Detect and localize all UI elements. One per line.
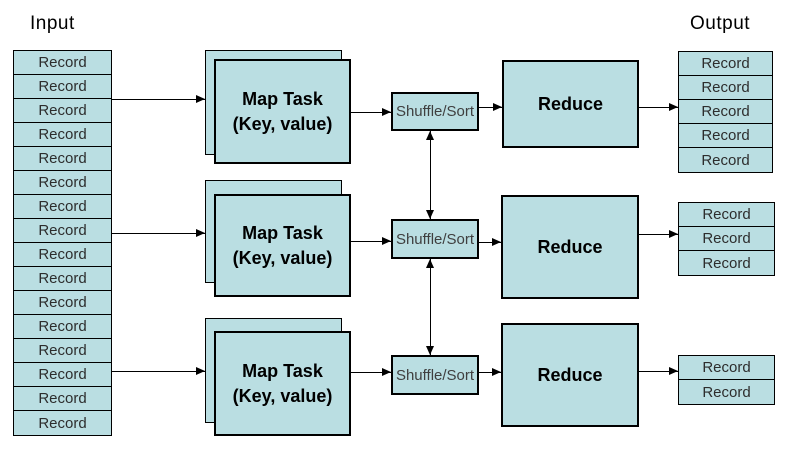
record-cell: Record (38, 414, 87, 432)
record-cell: Record (14, 315, 111, 339)
map-task-label-line2: (Key, value) (232, 113, 333, 134)
record-cell: Record (14, 75, 111, 99)
arrow-input-to-map1 (111, 95, 205, 103)
record-cell: Record (14, 171, 111, 195)
record-cell: Record (679, 76, 772, 100)
record-cell: Record (14, 51, 111, 75)
record-cell: Record (14, 291, 111, 315)
arrow-map1-to-shuffle1 (351, 108, 391, 116)
record-cell: Record (701, 151, 750, 169)
map-task-box: Map Task (Key, value) (214, 194, 351, 297)
record-cell: Record (679, 124, 772, 148)
record-cell: Record (14, 243, 111, 267)
record-cell: Record (14, 339, 111, 363)
map-task-box: Map Task (Key, value) (214, 59, 351, 164)
record-cell: Record (14, 147, 111, 171)
shuffle-sort-box-2: Shuffle/Sort (391, 219, 479, 259)
record-cell: Record (14, 267, 111, 291)
arrow-reduce1-to-output1 (639, 103, 678, 111)
record-cell: Record (702, 383, 751, 401)
arrow-input-to-map2 (111, 229, 205, 237)
record-cell: Record (14, 387, 111, 411)
record-cell: Record (14, 219, 111, 243)
record-cell: Record (14, 195, 111, 219)
arrow-reduce3-to-output3 (639, 367, 678, 375)
output-label: Output (690, 13, 751, 34)
map-task-label-line1: Map Task (242, 89, 323, 110)
map-task-box: Map Task (Key, value) (214, 331, 351, 436)
record-cell: Record (702, 254, 751, 272)
arrow-shuffle2-shuffle3 (426, 259, 434, 355)
input-label: Input (30, 13, 75, 34)
record-cell: Record (679, 100, 772, 124)
record-cell: Record (679, 52, 772, 76)
map-task-label-line1: Map Task (242, 361, 323, 382)
record-cell: Record (679, 227, 774, 251)
record-cell: Record (679, 203, 774, 227)
shuffle-sort-box-3: Shuffle/Sort (391, 355, 479, 395)
arrow-reduce2-to-output2 (639, 230, 678, 238)
arrow-shuffle2-to-reduce2 (479, 238, 501, 246)
map-task-label-line2: (Key, value) (232, 247, 333, 268)
arrow-shuffle1-shuffle2 (426, 131, 434, 219)
record-cell: Record (14, 123, 111, 147)
arrow-map2-to-shuffle2 (351, 237, 391, 245)
reduce-box-3: Reduce (501, 323, 639, 427)
arrow-shuffle1-to-reduce1 (479, 103, 502, 111)
map-task-label-line2: (Key, value) (232, 385, 333, 406)
map-task-label-line1: Map Task (242, 223, 323, 244)
reduce-box-1: Reduce (502, 60, 639, 148)
shuffle-sort-box-1: Shuffle/Sort (391, 92, 479, 131)
reduce-box-2: Reduce (501, 195, 639, 299)
record-cell: Record (14, 99, 111, 123)
arrow-map3-to-shuffle3 (351, 368, 391, 376)
arrow-shuffle3-to-reduce3 (479, 368, 501, 376)
record-cell: Record (14, 363, 111, 387)
record-cell: Record (679, 356, 774, 380)
arrow-input-to-map3 (111, 367, 205, 375)
